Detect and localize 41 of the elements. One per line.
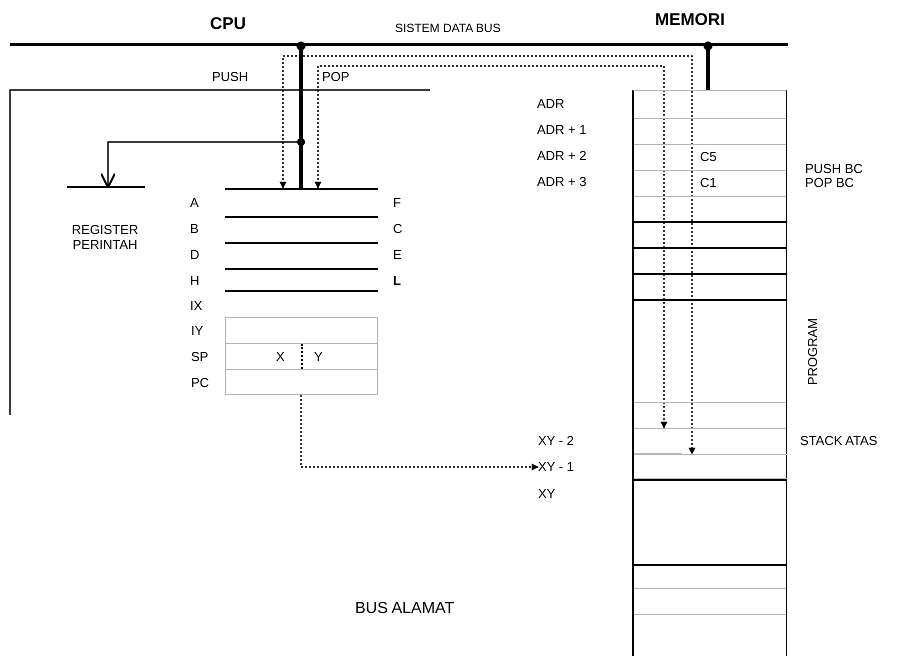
address-label: XY [538, 486, 556, 501]
region-label: PROGRAM [805, 318, 820, 386]
dotted-arrow [280, 55, 696, 455]
register-value: X [276, 349, 285, 364]
memory-column [632, 90, 787, 656]
register-label: REGISTER PERINTAH [70, 222, 140, 252]
memory-value: C1 [700, 175, 730, 191]
register-name: A [190, 195, 199, 210]
address-label: ADR + 2 [537, 148, 586, 163]
address-label: ADR + 1 [537, 122, 586, 137]
address-label: XY - 2 [538, 433, 574, 448]
memory-value: C5 [700, 149, 730, 165]
path-label: PUSH [212, 69, 248, 84]
dotted-arrow [300, 395, 539, 470]
register-name: PC [191, 375, 210, 390]
address-label: ADR + 3 [537, 174, 586, 189]
register-name: L [393, 273, 401, 288]
register-name: B [190, 221, 199, 236]
section-heading: CPU [210, 14, 246, 33]
register-name: C [393, 221, 402, 236]
section-heading: MEMORI [655, 10, 725, 29]
register-name: E [393, 247, 402, 262]
memory-cell [634, 454, 787, 479]
register-value: Y [314, 349, 323, 364]
register-name: H [190, 273, 200, 288]
register-name: D [190, 247, 200, 262]
register-name: IY [191, 323, 204, 338]
register-name: F [393, 195, 401, 210]
dotted-arrow [314, 65, 668, 429]
bus-label: BUS ALAMAT [355, 600, 454, 618]
bus-line [296, 42, 306, 188]
bus-label: SISTEM DATA BUS [395, 21, 501, 36]
instruction-label: PUSH BC [805, 161, 863, 176]
region-label: STACK ATAS [800, 433, 878, 448]
instruction-label: POP BC [805, 175, 854, 190]
path-label: POP [322, 69, 350, 84]
register-name: SP [191, 349, 208, 364]
address-label: XY - 1 [538, 459, 586, 475]
bus-line [704, 42, 712, 90]
register-name: IX [190, 298, 202, 313]
address-label: ADR [537, 96, 564, 111]
